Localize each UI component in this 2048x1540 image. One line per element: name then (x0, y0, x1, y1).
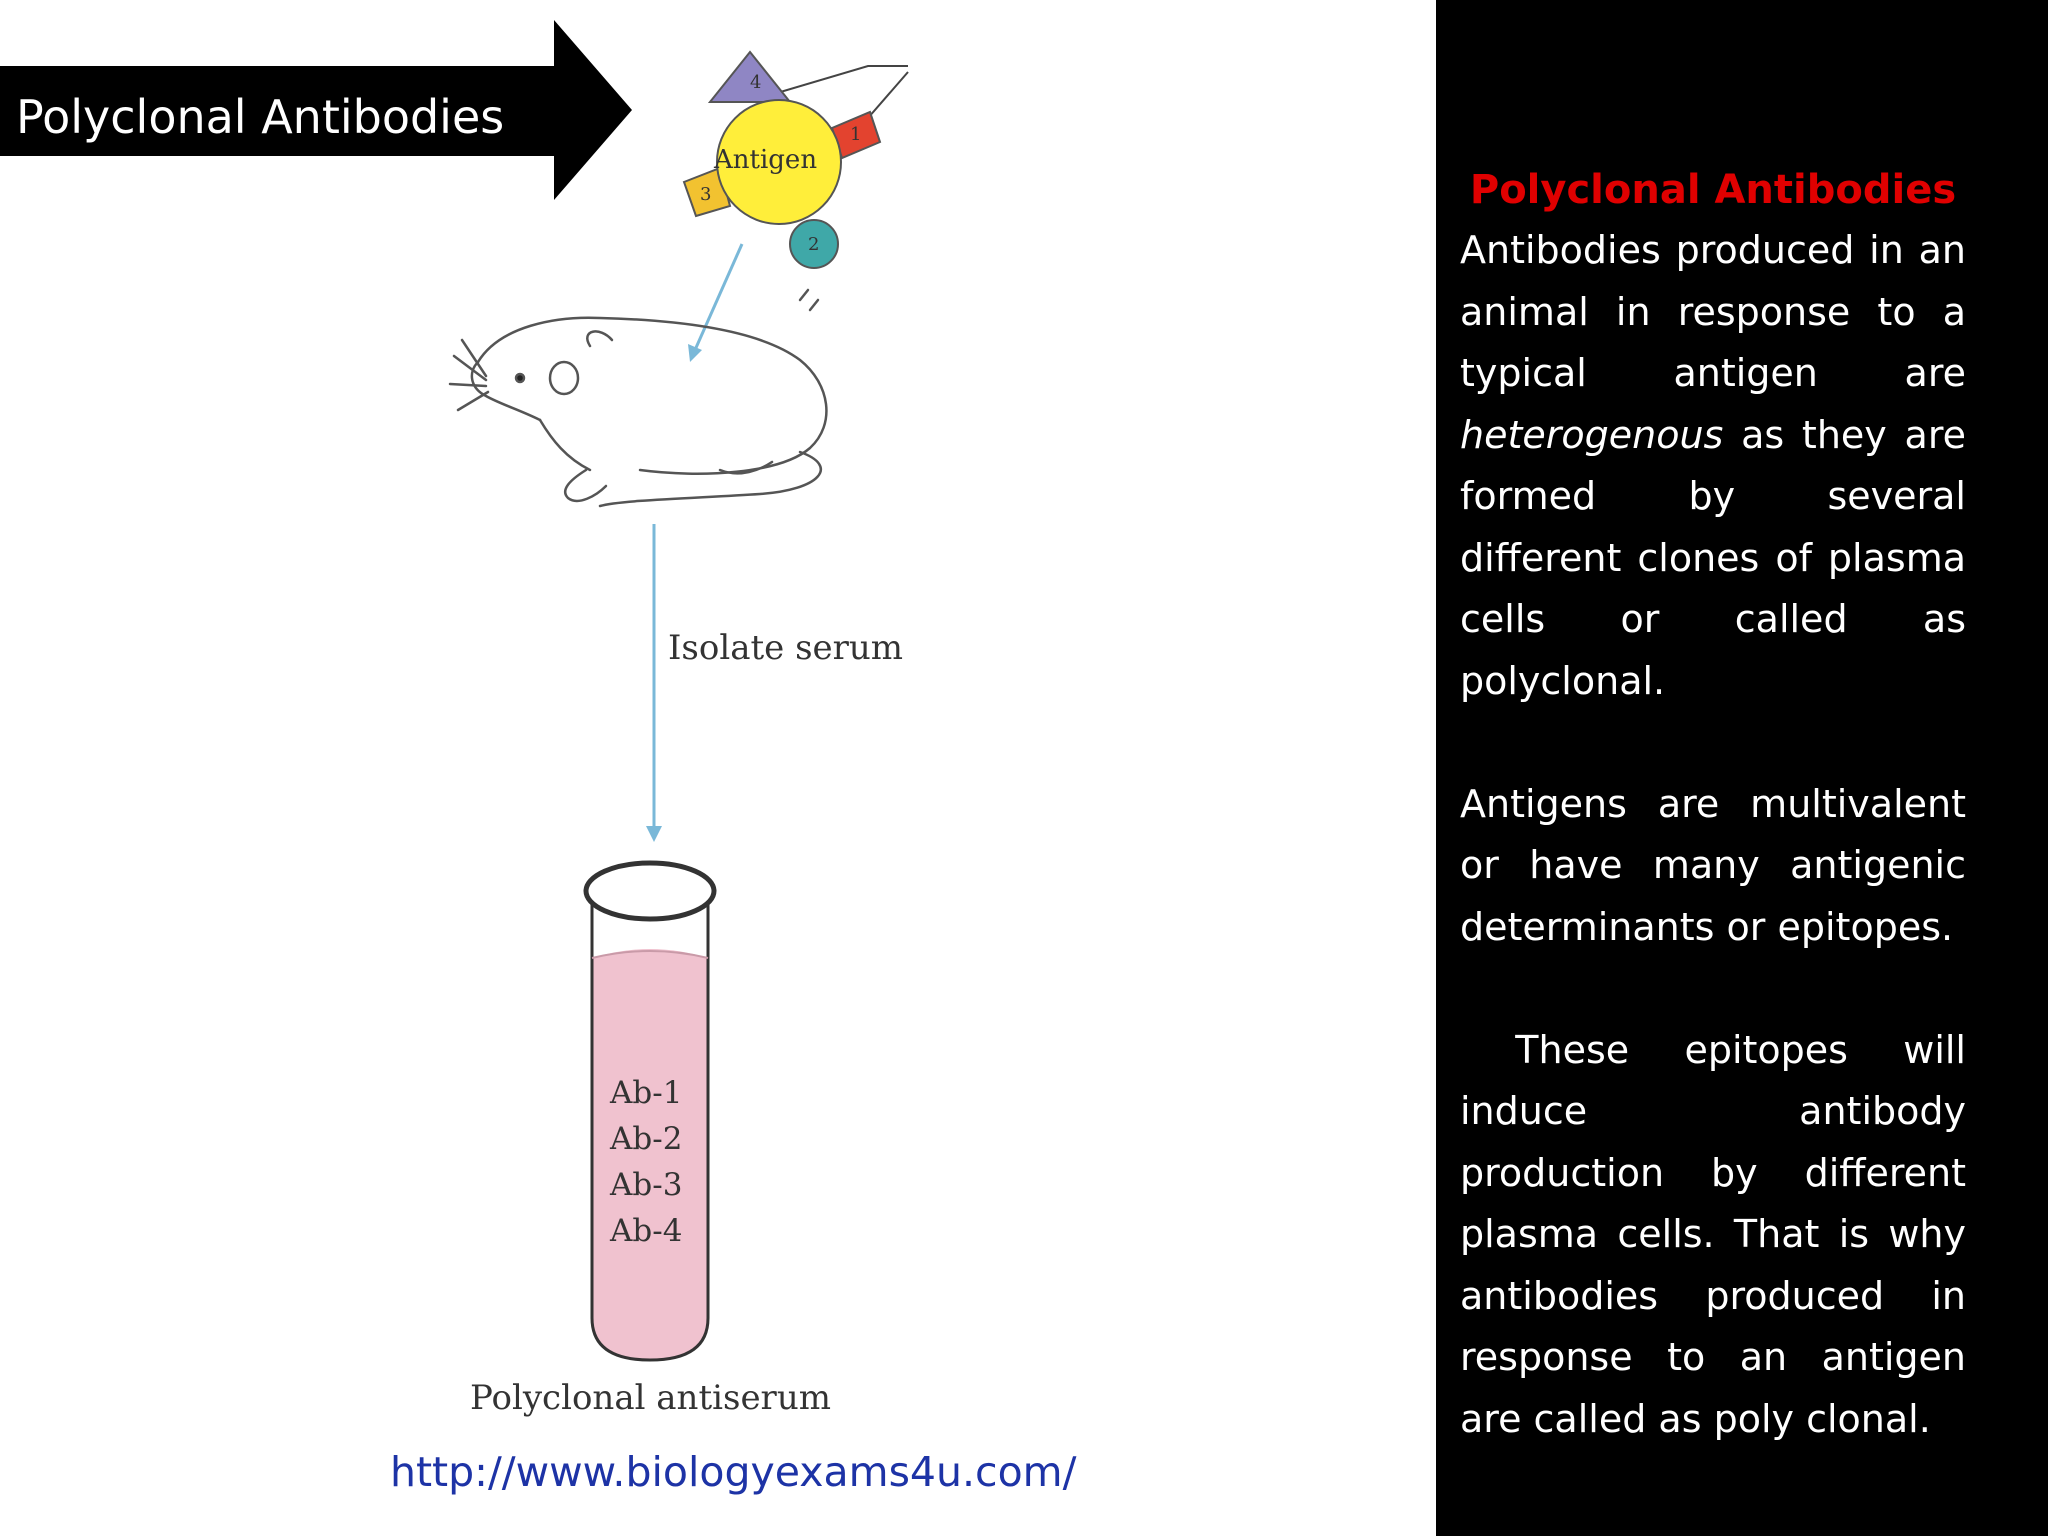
slide-title: Polyclonal Antibodies (16, 90, 505, 144)
antibody-item: Ab-4 (610, 1213, 683, 1249)
arrow-to-mouse-icon (688, 243, 744, 362)
paragraph-epitopes: These epitopes will induce antibody prod… (1460, 1027, 1979, 1441)
antibody-list: Ab-1 Ab-2 Ab-3 Ab-4 (610, 1070, 690, 1254)
diagram-artwork: 4 1 3 2 (448, 50, 909, 1362)
isolate-serum-label: Isolate serum (668, 628, 904, 668)
paragraph-definition: Antibodies produced in an animal in resp… (1460, 220, 1966, 712)
antibody-item: Ab-3 (610, 1167, 683, 1203)
antibody-item: Ab-2 (610, 1121, 683, 1157)
antigen-illustration: 4 1 3 2 (682, 50, 909, 269)
title-arrow-banner (0, 20, 632, 200)
epitope-1-label: 1 (850, 124, 861, 145)
polyclonal-antiserum-label: Polyclonal antiserum (470, 1378, 831, 1418)
epitope-2-icon (789, 219, 839, 269)
diagram: 4 1 3 2 (390, 50, 1077, 1496)
paragraph-multivalent: Antigens are multivalent or have many an… (1460, 781, 1966, 949)
paragraph-definition-text: Antibodies produced in an animal in resp… (1460, 228, 1966, 395)
description-panel: Polyclonal Antibodies Antibodies produce… (1436, 0, 2048, 1536)
source-link[interactable]: http://www.biologyexams4u.com/ (390, 1448, 1077, 1496)
antibody-item: Ab-1 (610, 1075, 683, 1111)
epitope-4-label: 4 (750, 72, 761, 93)
antigen-icon (716, 99, 842, 225)
description-content: Polyclonal Antibodies Antibodies produce… (1460, 160, 1966, 1450)
epitope-2-label: 2 (808, 234, 819, 255)
arrow-to-tube-icon (646, 524, 662, 842)
antigen-label: Antigen (714, 145, 818, 175)
epitope-4-icon (707, 50, 793, 103)
test-tube-icon (583, 860, 717, 1362)
paragraph-definition-text-end: as they are formed by several different … (1460, 412, 1966, 703)
emphasized-term: heterogenous (1460, 412, 1724, 457)
mouse-icon (448, 288, 828, 508)
epitope-3-label: 3 (700, 184, 711, 205)
panel-heading: Polyclonal Antibodies (1469, 167, 1957, 213)
epitope-3-icon (682, 166, 732, 218)
